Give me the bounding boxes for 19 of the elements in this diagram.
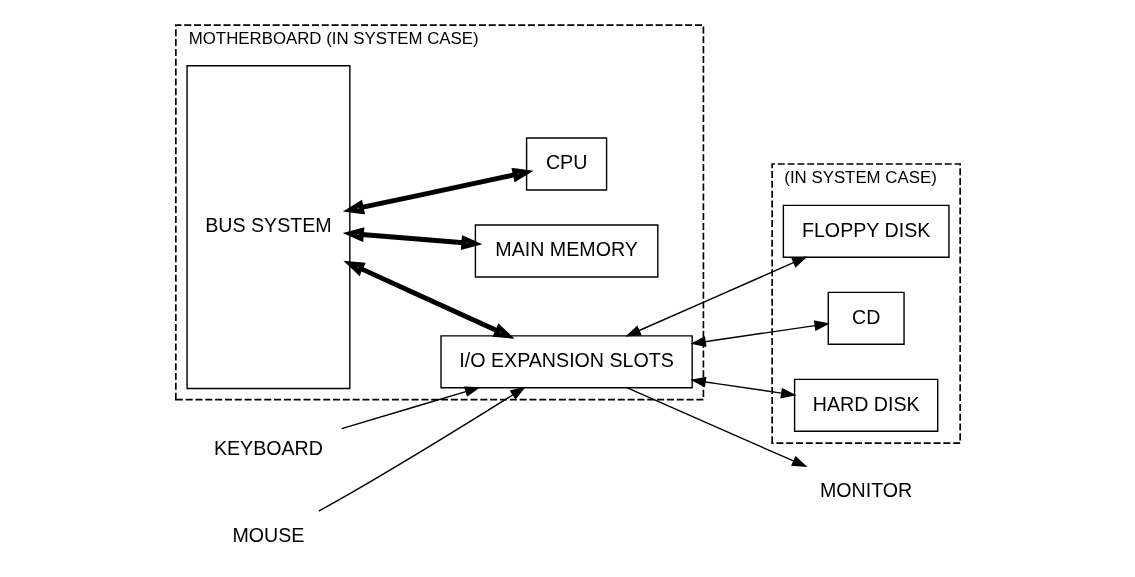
- arrow: [317, 386, 526, 512]
- arrow: [340, 386, 480, 430]
- arrow: [626, 387, 807, 468]
- node-box: I/O EXPANSION SLOTS: [439, 335, 693, 389]
- node-box: CD: [827, 291, 905, 345]
- arrow: [624, 256, 807, 337]
- arrow: [342, 260, 515, 339]
- arrow: [689, 320, 830, 347]
- node-box: BUS SYSTEM: [185, 65, 350, 390]
- node-text: KEYBOARD: [213, 437, 323, 460]
- node-text: MOUSE: [231, 524, 304, 547]
- arrow: [342, 167, 534, 215]
- node-box: MAIN MEMORY: [474, 224, 658, 278]
- node-box: HARD DISK: [793, 378, 938, 432]
- node-text: MONITOR: [819, 479, 912, 502]
- node-box: FLOPPY DISK: [782, 204, 950, 258]
- node-box: CPU: [525, 137, 607, 191]
- arrow: [689, 376, 796, 399]
- arrow: [342, 227, 482, 250]
